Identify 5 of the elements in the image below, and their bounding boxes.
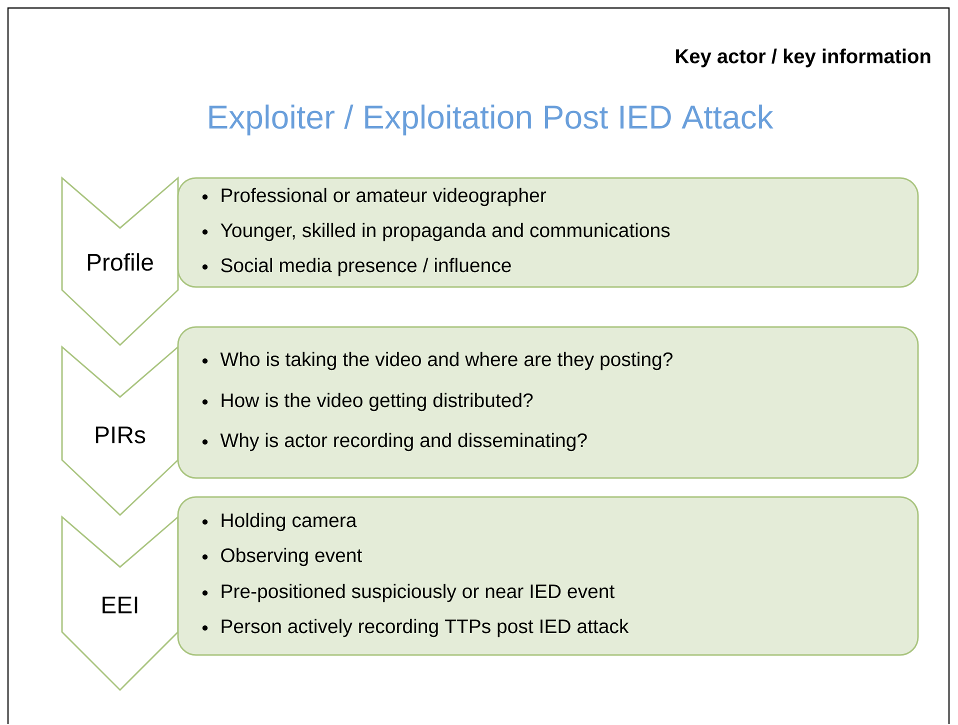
- bullet-list-box: Who is taking the video and where are they posting? How is the video getting distributed? Why is actor recording and disseminating?: [177, 326, 919, 479]
- header-text: Key actor / key information: [676, 48, 930, 68]
- bullet-list-box: Holding camera Observing event Pre-positioned suspiciously or near IED event Person actively recording TTPs post IED attack: [177, 496, 919, 656]
- slide-title: Exploiter / Exploitation Post IED Attack: [209, 104, 774, 136]
- bullet-list-box: Professional or amateur videographer Younger, skilled in propaganda and communications Social media presence / influence: [177, 177, 919, 288]
